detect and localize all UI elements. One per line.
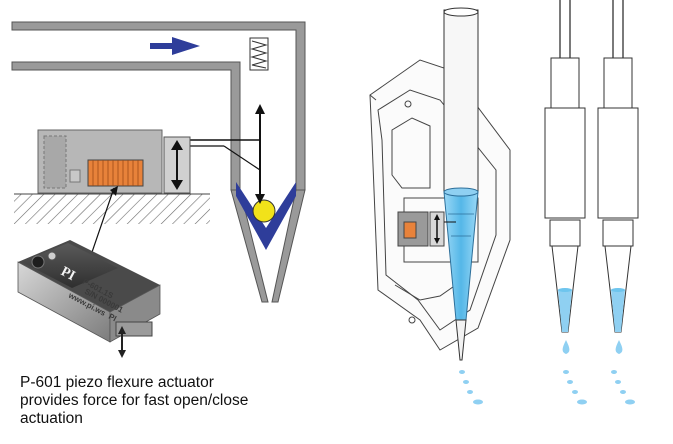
valve-schematic [11, 21, 306, 303]
piezo-stack [87, 159, 144, 187]
flow-chevron [236, 182, 296, 250]
ball-icon [252, 199, 276, 223]
droplet-trail-main [459, 370, 483, 405]
pipette-pair [544, 0, 639, 405]
droplet-icon [562, 340, 570, 354]
pipette-right [597, 0, 639, 354]
pipette-main [443, 7, 479, 361]
actuator-block-3d [397, 211, 456, 247]
actuator-motion-arrow-icon [171, 140, 183, 190]
caption-line-2: provides force for fast open/close [20, 392, 249, 409]
droplet-trail-left [563, 370, 587, 405]
droplet-trail-right [611, 370, 635, 405]
spring-icon [249, 37, 269, 71]
nozzle-wall-right [271, 189, 306, 303]
pipette-left [544, 0, 586, 354]
callout-line [89, 187, 115, 259]
figure-caption: P-601 piezo flexure actuator provides fo… [20, 374, 310, 428]
module-logo: PI [58, 264, 77, 284]
double-arrow-vertical-icon [255, 104, 265, 204]
caption-line-3: actuation [20, 410, 83, 427]
caption-line-1: P-601 piezo flexure actuator [20, 374, 214, 391]
mount-base [14, 194, 210, 224]
valve-body-3d [369, 59, 511, 351]
module-brand-label: PI [107, 312, 118, 323]
droplet-icon [615, 340, 623, 354]
piezo-module-photo: PI P-601.1S S/N 000001 www.pi.ws PI [17, 240, 161, 358]
module-double-arrow-icon [118, 326, 126, 358]
arrow-right-icon [150, 37, 200, 55]
